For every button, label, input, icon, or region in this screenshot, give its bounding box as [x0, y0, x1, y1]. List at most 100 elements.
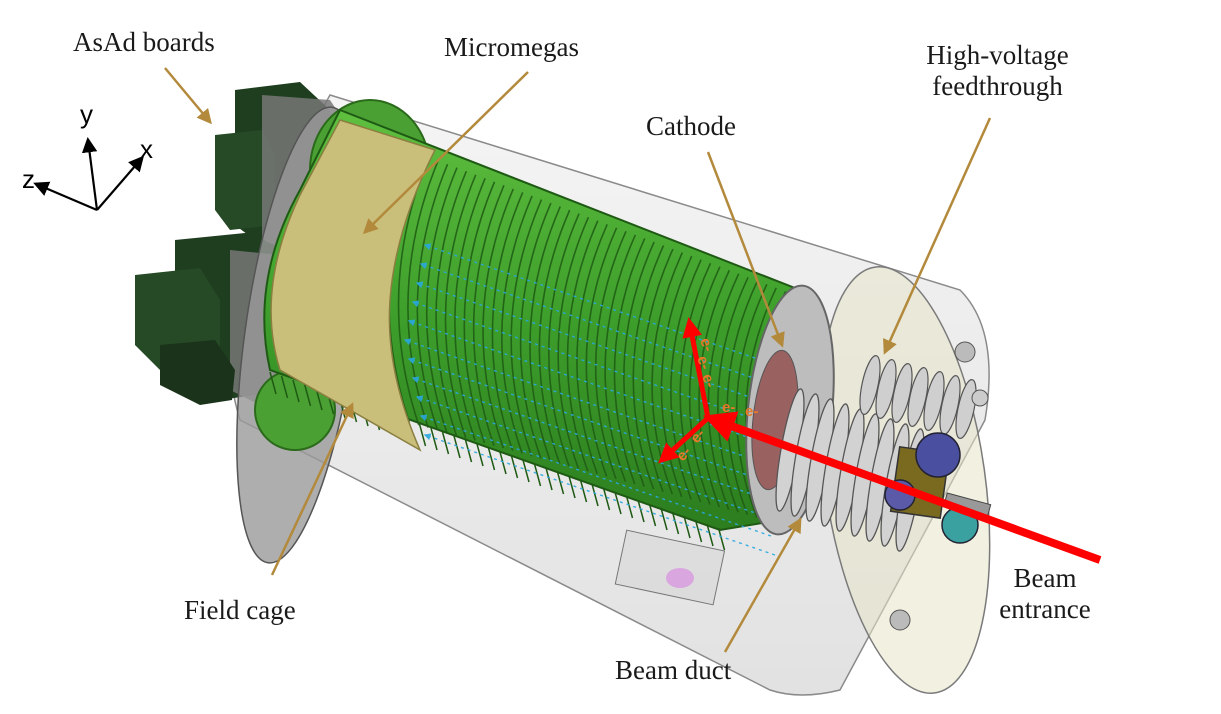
field-cage-strip	[632, 245, 665, 490]
field-cage-strip	[454, 177, 486, 441]
field-cage-strip	[613, 238, 646, 485]
label-beam-entrance-line2: entrance	[999, 594, 1091, 624]
coordinate-axes	[33, 136, 145, 212]
field-cage-strip	[566, 220, 599, 472]
field-cage-strip	[556, 471, 565, 495]
field-cage-strip	[614, 491, 622, 515]
electron-label: e-	[722, 399, 735, 416]
field-cage-strip	[717, 527, 726, 551]
field-cage-strip	[579, 479, 588, 503]
electron-label: e-	[698, 372, 719, 390]
field-cage-strip	[576, 223, 608, 475]
label-high-voltage-line1: High-voltage	[926, 40, 1069, 70]
field-cage-strip	[706, 523, 714, 547]
reaction-tracks	[658, 317, 711, 464]
label-micromegas: Micromegas	[444, 32, 579, 62]
drift-field-line	[403, 338, 756, 461]
leader-micromegas	[362, 71, 529, 235]
field-cage-strip	[591, 483, 599, 507]
field-cage-strip	[637, 499, 645, 523]
label-beam-entrance-line1: Beam	[1013, 563, 1077, 593]
field-cage-strip	[585, 227, 618, 477]
field-cage-strip	[604, 234, 637, 482]
leader-field-cage	[270, 402, 354, 576]
label-field-cage: Field cage	[184, 595, 296, 625]
leader-lines	[164, 67, 992, 653]
field-cage-strip	[717, 276, 749, 513]
drift-field-line	[411, 376, 764, 499]
field-cage-strip	[464, 439, 473, 463]
field-cage-strip	[292, 379, 300, 403]
label-high-voltage-feedthrough: High-voltage feedthrough	[895, 40, 1100, 102]
field-cage-strip	[594, 231, 627, 480]
field-cage-strip	[679, 262, 712, 503]
leader-asad	[164, 67, 212, 125]
field-cage-strip	[269, 371, 277, 395]
field-cage-strip	[660, 255, 693, 498]
hv-bellow-ring	[955, 379, 977, 439]
field-cage-strip	[499, 451, 507, 475]
field-cage-strip	[623, 241, 655, 487]
field-cage-strip	[557, 216, 590, 469]
field-cage-strip	[441, 431, 450, 455]
field-cage-strip	[472, 185, 505, 446]
field-cage-strip	[501, 195, 533, 454]
axis-y-label: y	[80, 99, 93, 129]
electron-label: e-	[696, 336, 717, 354]
drift-field-line	[407, 357, 760, 480]
field-cage-strip	[533, 463, 542, 487]
field-cage-strip	[435, 170, 468, 436]
label-cathode: Cathode	[646, 111, 736, 141]
field-cage-strip	[519, 202, 552, 459]
drift-field-line	[415, 395, 768, 518]
axis-z-label: z	[22, 164, 35, 194]
field-cage-strip	[487, 447, 496, 471]
drift-field-lines	[403, 243, 776, 556]
drift-field-line	[411, 300, 764, 423]
electron-label: e-	[745, 403, 758, 420]
drift-field-line	[423, 243, 776, 366]
field-cage-strip	[529, 206, 561, 462]
beam-track	[702, 411, 1102, 564]
field-cage-strip	[568, 475, 576, 499]
field-cage-strip	[510, 199, 543, 457]
label-beam-entrance: Beam entrance	[980, 563, 1110, 625]
field-cage-strip	[280, 375, 289, 399]
field-cage-strip	[476, 443, 484, 467]
drift-field-line	[415, 281, 768, 404]
drift-field-line	[423, 433, 776, 556]
field-cage-strip	[538, 209, 571, 464]
field-cage-strip	[694, 519, 703, 543]
field-cage-strip	[683, 515, 691, 539]
electron-label: e-	[693, 354, 714, 372]
field-cage-strip	[482, 188, 515, 449]
drift-field-line	[419, 414, 772, 537]
leader-beam-duct	[723, 517, 802, 653]
label-beam-duct: Beam duct	[615, 655, 732, 685]
field-cage-strip	[698, 269, 730, 508]
drift-field-line	[407, 319, 760, 442]
label-asad-boards: AsAd boards	[73, 27, 215, 57]
axis-x-label: x	[140, 134, 153, 164]
field-cage-strip	[416, 163, 449, 431]
field-cage-strip	[726, 280, 759, 516]
field-cage-strip	[660, 507, 668, 531]
field-cage-strip	[425, 167, 458, 434]
field-cage-strip	[688, 266, 721, 505]
field-cage-strip	[625, 495, 634, 519]
field-cage-strip	[648, 503, 657, 527]
field-cage-strip	[453, 435, 461, 459]
field-cage-strip	[735, 284, 768, 518]
field-cage-strip	[522, 459, 530, 483]
field-cage-strip	[707, 273, 740, 510]
high-voltage-feedthrough	[859, 355, 977, 439]
field-cage-strip	[548, 213, 580, 467]
field-cage-strip	[602, 487, 611, 511]
leader-cathode	[706, 151, 785, 348]
field-cage-strip	[407, 160, 439, 428]
field-cage-strip	[510, 455, 519, 479]
entrance-flange-parts	[614, 341, 992, 631]
field-cage-strip	[463, 181, 496, 444]
field-cage-strip	[444, 174, 477, 439]
